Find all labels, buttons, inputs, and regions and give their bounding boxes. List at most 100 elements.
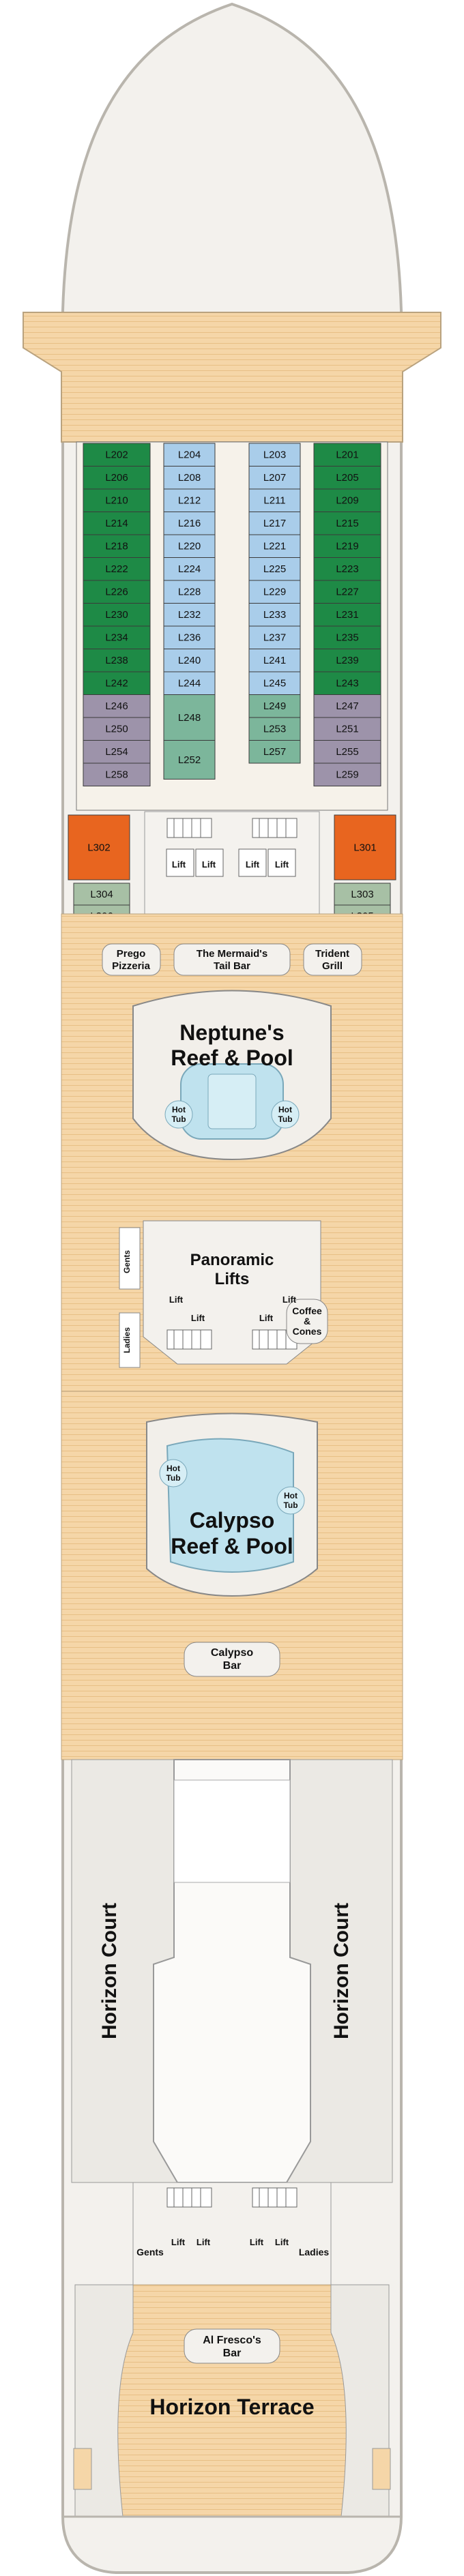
calypso-title-2: Reef & Pool — [171, 1534, 293, 1558]
cabin-L247: L247 — [313, 694, 381, 718]
cabin-L244: L244 — [163, 671, 216, 695]
coffee-label-3: Cones — [293, 1326, 322, 1337]
cabin-label: L219 — [336, 541, 358, 552]
svg-text:Lift: Lift — [246, 859, 260, 870]
neptune-title-1: Neptune's — [179, 1020, 284, 1045]
coffee-label-1: Coffee — [292, 1305, 322, 1316]
cabin-label: L215 — [336, 518, 358, 529]
cabin-label: L204 — [178, 449, 201, 461]
cabin-L233: L233 — [248, 603, 301, 627]
trident-label-1: Trident — [315, 948, 349, 960]
svg-text:Hot: Hot — [172, 1105, 186, 1114]
text-labels: Prego Pizzeria The Mermaid's Tail Bar Tr… — [98, 948, 353, 2419]
cabin-label: L242 — [105, 678, 128, 690]
svg-text:Lift: Lift — [275, 2237, 289, 2247]
cabin-L208: L208 — [163, 466, 216, 490]
svg-text:Calypso: Calypso — [211, 1647, 253, 1659]
cabin-L259: L259 — [313, 763, 381, 786]
cabin-L253: L253 — [248, 717, 301, 741]
cabin-L204: L204 — [163, 443, 216, 467]
cabin-label: L249 — [263, 700, 286, 712]
cabin-label: L235 — [336, 632, 358, 644]
svg-text:Ladies: Ladies — [299, 2247, 330, 2257]
al-fresco-bar — [184, 2328, 280, 2364]
svg-text:Hot: Hot — [284, 1491, 298, 1500]
cabin-label: L237 — [263, 632, 286, 644]
cabin-L304: L304 — [73, 883, 130, 906]
hot-tub-neptune-right — [271, 1100, 300, 1129]
cabin-L246: L246 — [83, 694, 151, 718]
cabin-L219: L219 — [313, 534, 381, 558]
cabin-label: L229 — [263, 587, 286, 598]
cabin-blocks: L202L206L210L214L218L222L226L230L234L238… — [68, 443, 396, 949]
svg-text:Horizon Court: Horizon Court — [330, 1903, 353, 2039]
svg-text:Lift: Lift — [250, 2237, 264, 2247]
cabin-label: L248 — [178, 712, 201, 724]
cabin-label: L254 — [105, 746, 128, 758]
cabin-label: L233 — [263, 609, 286, 621]
svg-text:Hot: Hot — [166, 1464, 180, 1473]
cabin-L224: L224 — [163, 557, 216, 581]
cabin-label: L209 — [336, 495, 358, 507]
cabin-label: L211 — [263, 495, 285, 507]
cabin-L215: L215 — [313, 512, 381, 535]
cabin-L222: L222 — [83, 557, 151, 581]
cabin-L205: L205 — [313, 466, 381, 490]
cabin-label: L202 — [105, 449, 128, 461]
cabin-L235: L235 — [313, 625, 381, 649]
cabin-L241: L241 — [248, 649, 301, 672]
cabin-label: L221 — [263, 541, 286, 552]
svg-text:Bar: Bar — [223, 2348, 242, 2359]
cabin-label: L239 — [336, 655, 358, 666]
cabin-L257: L257 — [248, 740, 301, 764]
cabin-L303: L303 — [334, 883, 391, 906]
cabin-L227: L227 — [313, 580, 381, 604]
cabin-label: L243 — [336, 678, 358, 690]
cabin-label: L301 — [353, 842, 376, 853]
svg-text:Coffee: Coffee — [292, 1305, 322, 1316]
cabin-label: L245 — [263, 678, 286, 690]
svg-text:Tub: Tub — [171, 1114, 186, 1124]
svg-text:Lift: Lift — [169, 1294, 184, 1305]
cabin-label: L302 — [87, 842, 110, 853]
svg-text:Calypso: Calypso — [190, 1508, 274, 1533]
cabin-label: L230 — [105, 609, 128, 621]
cabin-L223: L223 — [313, 557, 381, 581]
cabin-L251: L251 — [313, 717, 381, 741]
cabin-label: L217 — [263, 518, 286, 529]
svg-text:Horizon Terrace: Horizon Terrace — [149, 2395, 314, 2419]
calypso-title-1: Calypso — [190, 1508, 274, 1533]
svg-text:Panoramic: Panoramic — [190, 1251, 274, 1269]
cabin-L216: L216 — [163, 512, 216, 535]
cabin-label: L241 — [263, 655, 286, 666]
calypso-bar — [184, 1642, 280, 1677]
cabin-label: L253 — [263, 724, 286, 735]
cabin-label: L227 — [336, 587, 358, 598]
svg-text:Bar: Bar — [223, 1660, 242, 1672]
mermaid-label-2: Tail Bar — [214, 960, 250, 972]
panoramic-title-2: Lifts — [215, 1270, 250, 1288]
cabin-L254: L254 — [83, 740, 151, 764]
svg-text:Hot: Hot — [278, 1105, 292, 1114]
mermaid-label-1: The Mermaid's — [197, 948, 267, 960]
svg-text:Cones: Cones — [293, 1326, 322, 1337]
cabin-L249: L249 — [248, 694, 301, 718]
cabin-label: L231 — [336, 609, 358, 621]
prego-pizzeria — [102, 943, 161, 976]
cabin-L232: L232 — [163, 603, 216, 627]
cabin-L231: L231 — [313, 603, 381, 627]
cabin-L218: L218 — [83, 534, 151, 558]
cabin-L214: L214 — [83, 512, 151, 535]
cabin-L255: L255 — [313, 740, 381, 764]
svg-text:Lift: Lift — [191, 1313, 205, 1323]
calypso-pool — [166, 1438, 294, 1573]
cabin-label: L212 — [178, 495, 201, 507]
cabin-L302: L302 — [68, 814, 130, 880]
cabin-label: L258 — [105, 769, 128, 781]
cabin-L243: L243 — [313, 671, 381, 695]
calypso-bar-label-1: Calypso — [211, 1647, 253, 1659]
cabin-label: L206 — [105, 472, 128, 484]
svg-text:Neptune's: Neptune's — [179, 1020, 284, 1045]
gents-room — [119, 1227, 141, 1290]
